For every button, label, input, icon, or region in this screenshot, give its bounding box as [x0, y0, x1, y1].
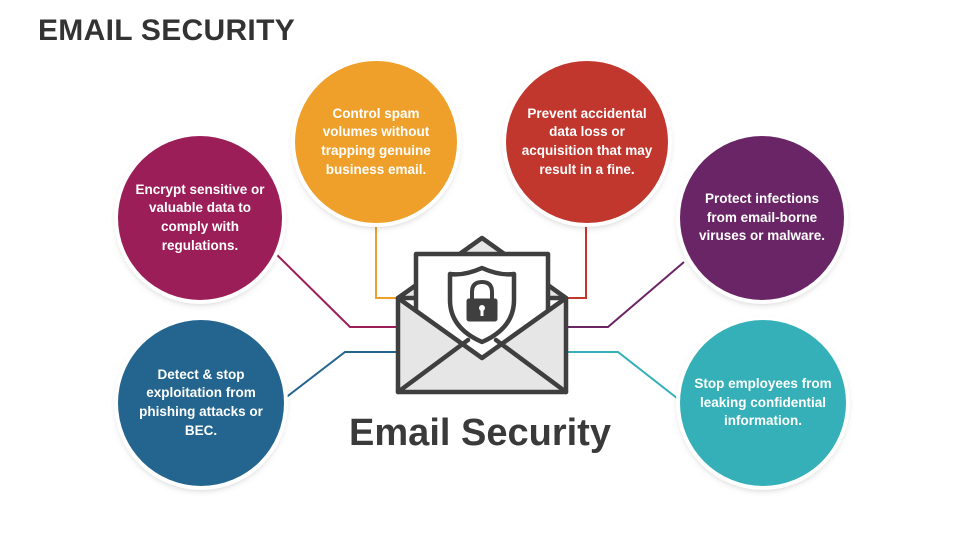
benefit-prevent-data-loss-text: Prevent accidental data loss or acquisit…	[521, 105, 653, 177]
benefit-stop-leaking-text: Stop employees from leaking confidential…	[694, 376, 832, 429]
connector-encrypt	[271, 249, 398, 328]
connector-leaking	[566, 351, 683, 403]
benefit-encrypt-data-text: Encrypt sensitive or valuable data to co…	[135, 181, 265, 253]
benefit-protect-infections: Protect infections from email-borne viru…	[680, 136, 844, 300]
benefit-detect-phishing-text: Detect & stop exploitation from phishing…	[139, 366, 263, 438]
benefit-control-spam-text: Control spam volumes without trapping ge…	[321, 105, 431, 177]
center-label: Email Security	[349, 412, 611, 454]
envelope-shield-lock-icon	[395, 235, 569, 395]
benefit-protect-infections-text: Protect infections from email-borne viru…	[698, 191, 826, 244]
connector-spam	[375, 212, 398, 299]
benefit-prevent-data-loss: Prevent accidental data loss or acquisit…	[506, 61, 668, 223]
connector-infections	[566, 261, 685, 328]
benefit-encrypt-data: Encrypt sensitive or valuable data to co…	[118, 136, 282, 300]
connector-data-loss	[566, 212, 587, 299]
benefit-control-spam: Control spam volumes without trapping ge…	[295, 61, 457, 223]
slide-title: EMAIL SECURITY	[38, 14, 296, 47]
benefit-detect-phishing: Detect & stop exploitation from phishing…	[118, 320, 284, 486]
connector-phishing	[279, 351, 398, 403]
benefit-stop-leaking: Stop employees from leaking confidential…	[680, 320, 846, 486]
